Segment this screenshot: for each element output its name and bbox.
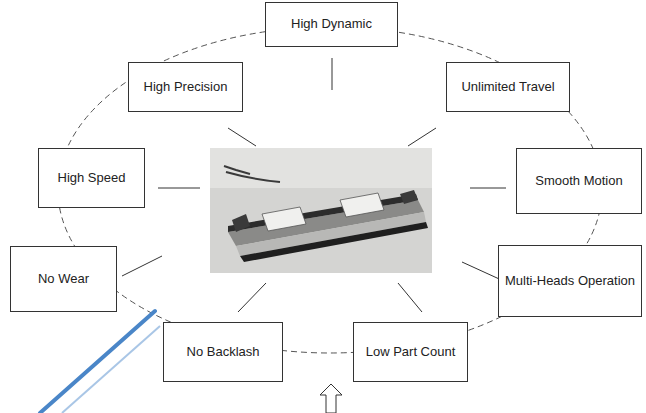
feature-box: No Backlash [163,322,283,382]
up-arrow [320,384,342,413]
linear-motor-photo [210,148,432,273]
feature-box: Low Part Count [353,322,468,382]
feature-label: High Speed [58,170,126,186]
feature-box: Unlimited Travel [446,62,570,112]
feature-label: No Wear [38,271,89,287]
feature-label: No Backlash [187,344,260,360]
feature-box: High Precision [128,62,243,112]
feature-box: No Wear [10,246,117,312]
feature-box: High Speed [38,148,145,208]
feature-box: Multi-Heads Operation [498,245,642,317]
feature-label: Unlimited Travel [461,79,554,95]
accent-stroke [62,326,160,413]
feature-label: High Precision [144,79,228,95]
feature-label: Multi-Heads Operation [505,273,635,289]
feature-box: High Dynamic [265,2,398,47]
feature-box: Smooth Motion [516,148,642,214]
feature-label: Smooth Motion [535,173,622,189]
accent-stroke [40,311,155,413]
feature-label: Low Part Count [366,344,456,360]
feature-label: High Dynamic [291,16,372,32]
